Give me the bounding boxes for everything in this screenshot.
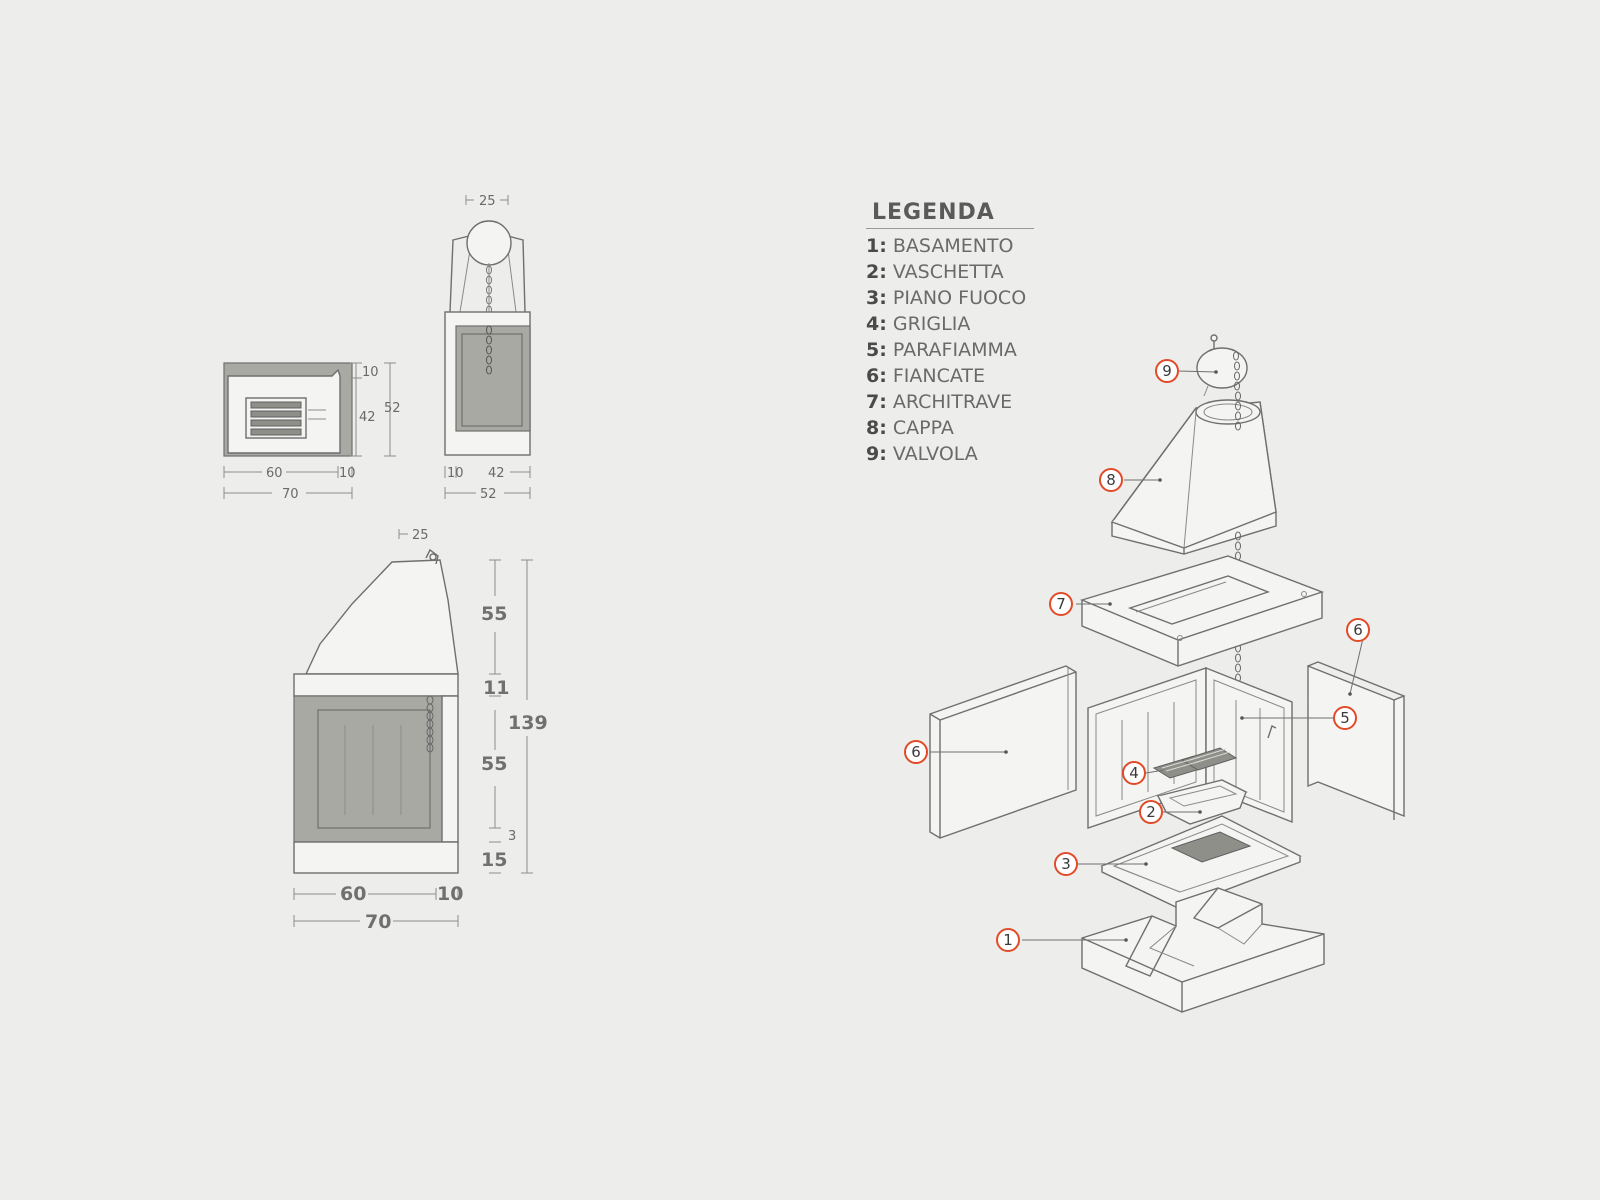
callout-2: 2 bbox=[1139, 800, 1163, 824]
dim-top-10: 10 bbox=[362, 365, 379, 380]
callout-7: 7 bbox=[1049, 592, 1073, 616]
callout-5: 5 bbox=[1333, 706, 1357, 730]
legend-item: 6: FIANCATE bbox=[866, 365, 986, 387]
part-architrave bbox=[1079, 555, 1325, 667]
dim-front-55a: 55 bbox=[481, 603, 507, 625]
svg-text:4: 4 bbox=[1129, 764, 1139, 782]
side-view: 25 10 42 52 bbox=[444, 194, 531, 502]
dim-top-52: 52 bbox=[384, 401, 401, 416]
dim-side-10: 10 bbox=[447, 466, 464, 481]
callout-9: 9 bbox=[1155, 359, 1179, 383]
dim-front-70: 70 bbox=[365, 911, 391, 933]
legend: LEGENDA 1: BASAMENTO 2: VASCHETTA 3: PIA… bbox=[866, 200, 1034, 467]
legend-item: 2: VASCHETTA bbox=[866, 261, 1004, 283]
callout-1: 1 bbox=[996, 928, 1020, 952]
dim-side-25: 25 bbox=[479, 194, 496, 209]
dim-top-42: 42 bbox=[359, 410, 376, 425]
legend-item: 8: CAPPA bbox=[866, 417, 954, 439]
part-fiancata-right bbox=[1307, 661, 1405, 820]
dim-front-11: 11 bbox=[483, 677, 509, 699]
legend-item: 5: PARAFIAMMA bbox=[866, 339, 1017, 361]
part-vaschetta bbox=[1156, 779, 1248, 825]
dim-front-3: 3 bbox=[508, 829, 516, 844]
part-piano-fuoco bbox=[1100, 815, 1302, 909]
dim-front-55b: 55 bbox=[481, 753, 507, 775]
dim-side-52: 52 bbox=[480, 487, 497, 502]
exploded-view: 9 8 7 6 5 6 4 2 bbox=[904, 334, 1405, 1013]
svg-text:1: 1 bbox=[1003, 931, 1013, 949]
legend-item: 3: PIANO FUOCO bbox=[866, 287, 1027, 309]
callout-6-right: 6 bbox=[1346, 618, 1370, 642]
legend-item: 1: BASAMENTO bbox=[866, 235, 1014, 257]
dim-front-60: 60 bbox=[340, 883, 366, 905]
svg-text:3: 3 bbox=[1061, 855, 1071, 873]
legend-title: LEGENDA bbox=[866, 200, 1034, 229]
callout-3: 3 bbox=[1054, 852, 1078, 876]
part-basamento bbox=[1081, 887, 1325, 1013]
svg-text:2: 2 bbox=[1146, 803, 1156, 821]
svg-text:7: 7 bbox=[1056, 595, 1066, 613]
callout-4: 4 bbox=[1122, 761, 1146, 785]
callout-8: 8 bbox=[1099, 468, 1123, 492]
svg-text:6: 6 bbox=[1353, 621, 1363, 639]
svg-text:8: 8 bbox=[1106, 471, 1116, 489]
dim-top-60: 60 bbox=[266, 466, 283, 481]
svg-text:9: 9 bbox=[1162, 362, 1172, 380]
part-cappa bbox=[1110, 399, 1277, 555]
dim-front-25: 25 bbox=[412, 528, 429, 543]
dim-front-w10: 10 bbox=[437, 883, 463, 905]
legend-item: 9: VALVOLA bbox=[866, 443, 978, 465]
legend-item: 7: ARCHITRAVE bbox=[866, 391, 1013, 413]
callout-6-left: 6 bbox=[904, 740, 928, 764]
legend-item: 4: GRIGLIA bbox=[866, 313, 971, 335]
dim-top-70: 70 bbox=[282, 487, 299, 502]
svg-text:6: 6 bbox=[911, 743, 921, 761]
front-view: 25 55 11 55 3 15 139 60 10 70 bbox=[293, 528, 548, 933]
dim-side-42: 42 bbox=[488, 466, 505, 481]
top-view: 10 42 52 60 10 70 bbox=[223, 362, 401, 502]
dim-top-w10: 10 bbox=[339, 466, 356, 481]
dim-front-15: 15 bbox=[481, 849, 507, 871]
dim-front-139: 139 bbox=[508, 712, 548, 734]
svg-text:5: 5 bbox=[1340, 709, 1350, 727]
part-griglia bbox=[1152, 747, 1238, 779]
